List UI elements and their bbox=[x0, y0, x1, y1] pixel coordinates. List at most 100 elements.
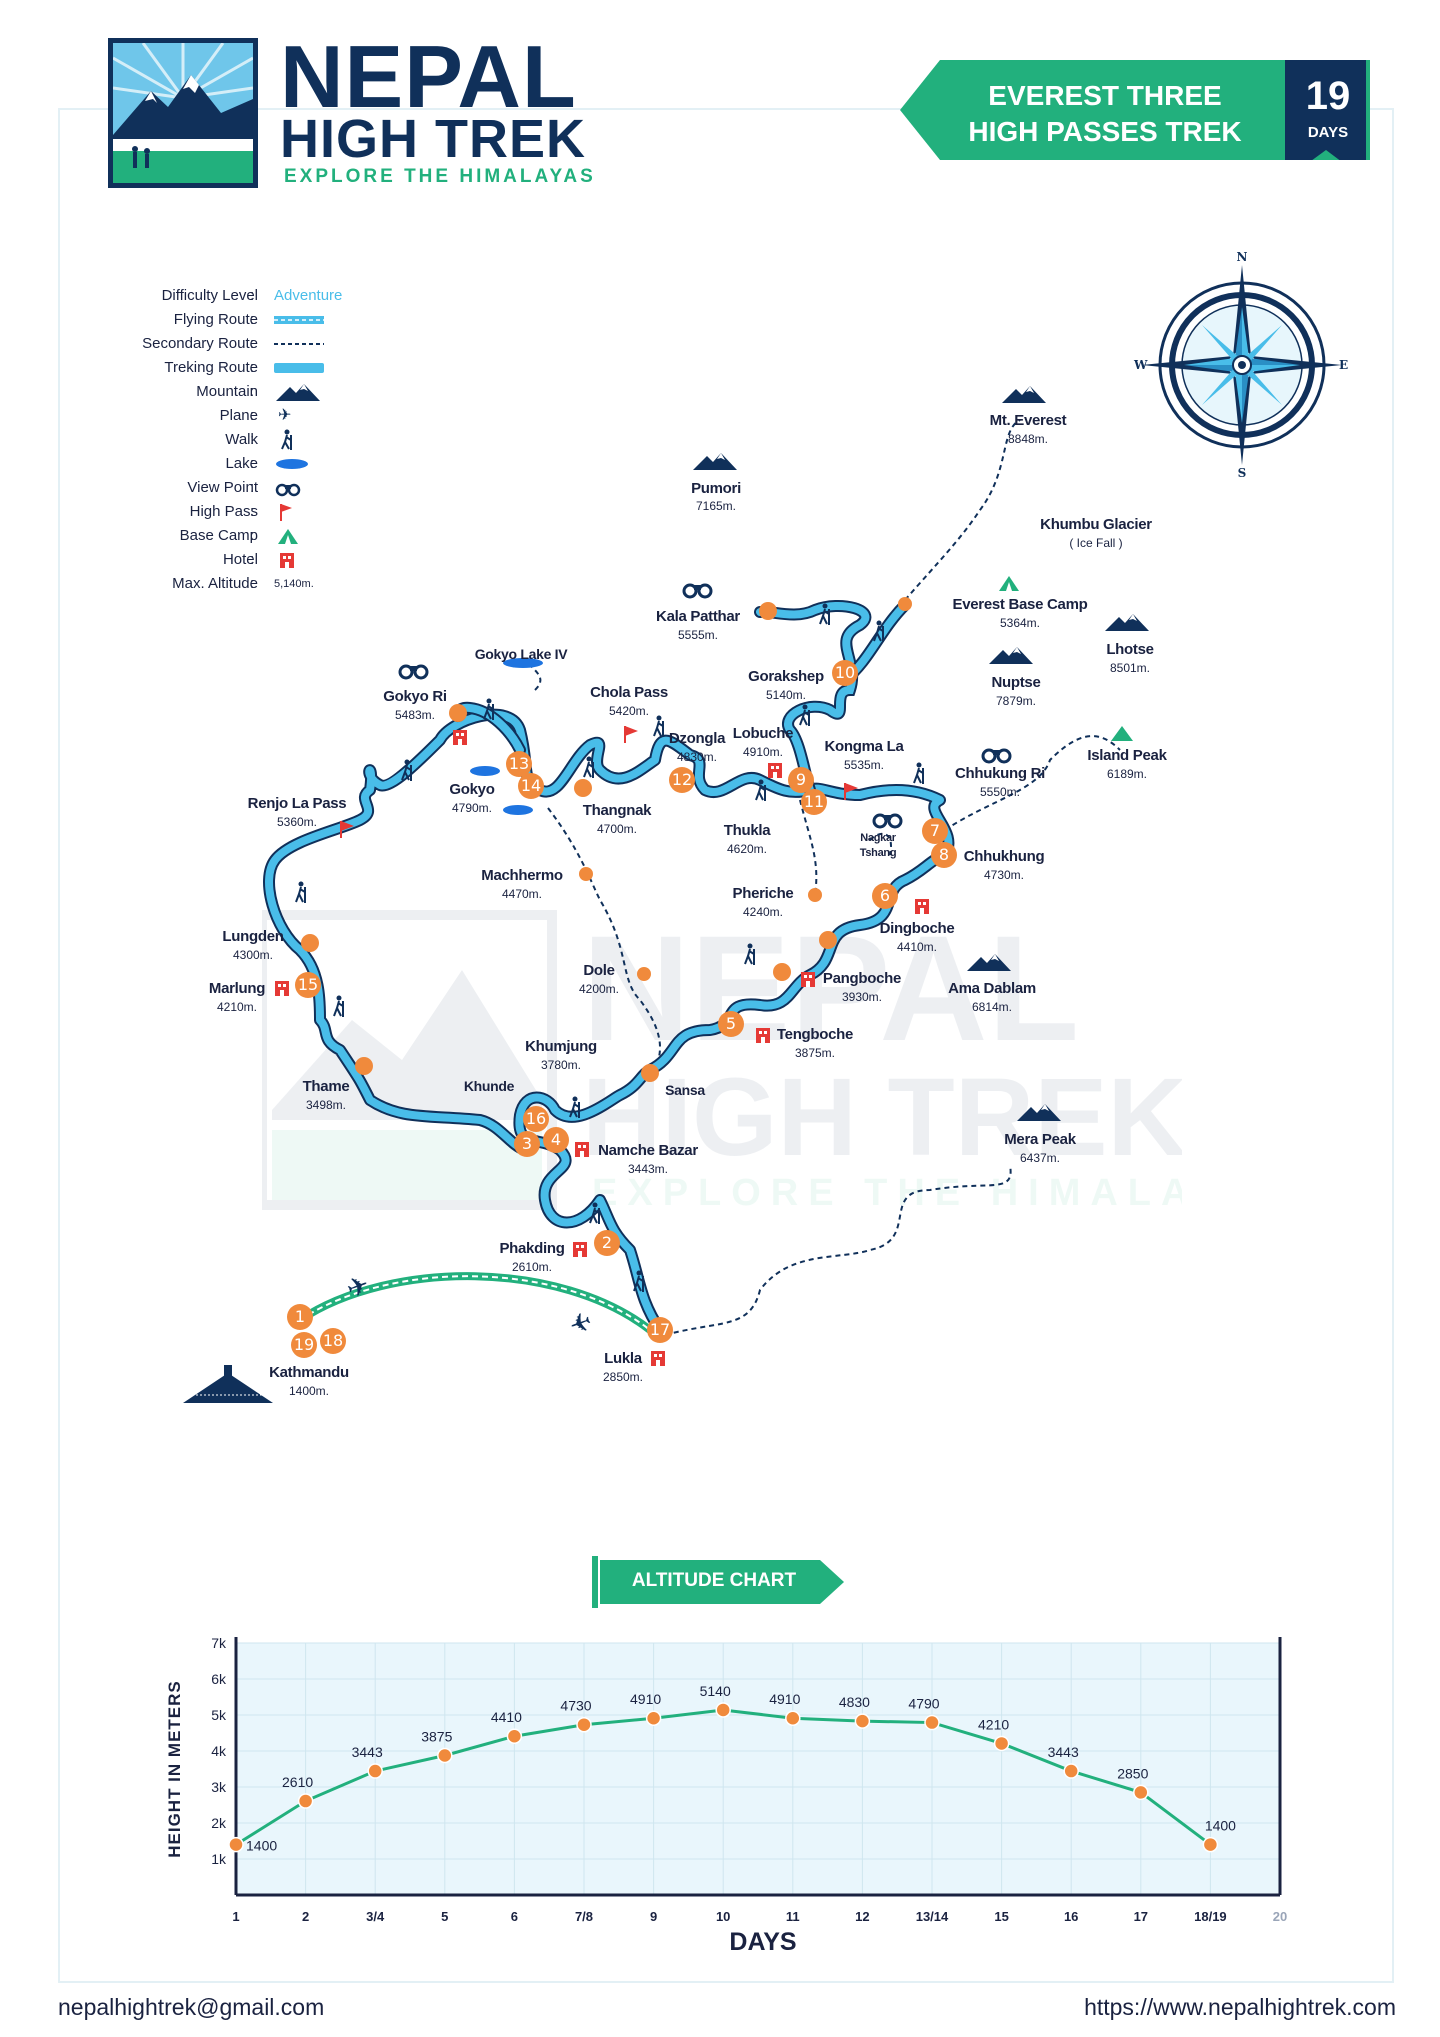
days-label: DAYS bbox=[1307, 124, 1349, 141]
place-name: Lungden bbox=[222, 928, 284, 945]
data-point bbox=[1133, 1784, 1149, 1801]
legend-label-difficulty: Difficulty Level bbox=[161, 287, 258, 304]
data-label: 4410 bbox=[491, 1709, 522, 1725]
flag-icon bbox=[624, 726, 638, 743]
place-altitude: 5550m. bbox=[979, 785, 1021, 799]
stop-marker: 13 bbox=[506, 751, 532, 777]
place-name: Namche Bazar bbox=[598, 1142, 698, 1159]
footer-email[interactable]: nepalhightrek@gmail.com bbox=[58, 1994, 325, 2020]
route-everest-glacier bbox=[904, 419, 1021, 601]
binoculars-icon bbox=[872, 813, 903, 829]
place-name: Gokyo Lake IV bbox=[474, 646, 568, 662]
mountain-icon bbox=[989, 647, 1033, 664]
place-name: Lobuche bbox=[732, 725, 794, 742]
data-point bbox=[1202, 1836, 1219, 1853]
place-name: Nuptse bbox=[991, 674, 1041, 691]
place-name: Pangboche bbox=[822, 970, 902, 987]
flag-icon bbox=[844, 783, 858, 800]
compass-e: E bbox=[1339, 358, 1348, 372]
footer-website[interactable]: https://www.nepalhightrek.com bbox=[1084, 1994, 1396, 2020]
place-altitude: 2850m. bbox=[602, 1370, 644, 1384]
hotel-icon bbox=[801, 972, 815, 987]
data-label: 1400 bbox=[246, 1838, 277, 1854]
stop-marker: 1 bbox=[287, 1304, 313, 1330]
hotel-icon bbox=[651, 1351, 665, 1366]
x-tick-label: 7/8 bbox=[575, 1909, 593, 1924]
stop-marker: 18 bbox=[320, 1328, 346, 1354]
mountain-icon bbox=[276, 384, 320, 401]
data-label: 3875 bbox=[421, 1729, 452, 1745]
legend-label-base-camp: Base Camp bbox=[179, 527, 258, 544]
x-tick-label: 11 bbox=[786, 1909, 800, 1924]
walker-icon bbox=[333, 995, 344, 1017]
data-label: 2850 bbox=[1117, 1765, 1148, 1781]
walker-icon bbox=[799, 704, 810, 726]
trek-route bbox=[265, 710, 953, 1334]
data-point bbox=[367, 1763, 383, 1779]
route-nagkar bbox=[869, 832, 892, 856]
waypoint-dot bbox=[808, 888, 822, 902]
place-altitude: ( Ice Fall ) bbox=[1069, 536, 1123, 550]
compass-s: S bbox=[1238, 466, 1247, 480]
place-altitude: 8848m. bbox=[1007, 432, 1049, 446]
stop-marker: 10 bbox=[832, 660, 858, 686]
place-altitude: 5140m. bbox=[765, 688, 807, 702]
hotel-icon bbox=[453, 730, 467, 745]
place-altitude: 4200m. bbox=[578, 982, 620, 996]
place-altitude: 4830m. bbox=[676, 750, 718, 764]
place-name: Ama Dablam bbox=[948, 980, 1036, 997]
walker-icon bbox=[483, 698, 494, 720]
x-tick-label: 13/14 bbox=[916, 1909, 949, 1924]
data-label: 3443 bbox=[1048, 1744, 1079, 1760]
stop-marker bbox=[759, 602, 777, 620]
data-point bbox=[228, 1836, 244, 1853]
brand-tagline: EXPLORE THE HIMALAYAS bbox=[284, 166, 596, 187]
place-altitude: 3875m. bbox=[794, 1046, 836, 1060]
brand-name-line1: NEPAL bbox=[280, 27, 577, 126]
place-name: Dingboche bbox=[879, 920, 955, 937]
days-count: 19 bbox=[1305, 74, 1351, 118]
stop-marker bbox=[641, 1064, 659, 1082]
data-label: 4910 bbox=[630, 1691, 661, 1707]
walker-icon bbox=[913, 762, 924, 784]
data-point bbox=[576, 1716, 592, 1733]
mountain-icon bbox=[1105, 614, 1149, 631]
place-name: Sansa bbox=[665, 1082, 705, 1098]
stop-marker: 6 bbox=[872, 883, 898, 909]
x-tick-label: 2 bbox=[302, 1909, 309, 1924]
legend-label-mountain: Mountain bbox=[196, 383, 258, 400]
route-pheriche bbox=[799, 799, 818, 896]
place-name: Machhermo bbox=[481, 867, 563, 884]
legend-label-view-point: View Point bbox=[187, 479, 258, 496]
walker-icon bbox=[755, 779, 766, 801]
data-label: 5140 bbox=[700, 1683, 731, 1699]
trek-route-kala-patthar bbox=[756, 601, 870, 794]
place-altitude: 4700m. bbox=[596, 822, 638, 836]
legend-label-flying-route: Flying Route bbox=[173, 311, 258, 328]
legend-label-plane: Plane bbox=[219, 407, 258, 424]
place-altitude: 3498m. bbox=[305, 1098, 347, 1112]
data-label: 3443 bbox=[352, 1744, 383, 1760]
place-name: Mt. Everest bbox=[989, 412, 1067, 429]
place-altitude: 3780m. bbox=[540, 1058, 582, 1072]
legend-difficulty-value: Adventure bbox=[274, 287, 343, 304]
place-altitude: 2610m. bbox=[511, 1260, 553, 1274]
binoculars-icon bbox=[981, 748, 1012, 764]
stop-marker: 16 bbox=[523, 1106, 549, 1132]
island-peak-icon bbox=[1111, 726, 1133, 741]
route-mera-peak bbox=[664, 1164, 1012, 1336]
y-tick-label: 4k bbox=[211, 1743, 227, 1759]
place-altitude: 6437m. bbox=[1019, 1151, 1061, 1165]
hotel-icon bbox=[275, 981, 289, 996]
place-name: Lhotse bbox=[1106, 641, 1154, 658]
stop-marker: 4 bbox=[543, 1127, 569, 1153]
y-tick-label: 5k bbox=[211, 1707, 227, 1723]
place-name: Renjo La Pass bbox=[247, 795, 347, 812]
stop-marker: 7 bbox=[922, 818, 948, 844]
place-name: Khumjung bbox=[525, 1038, 597, 1055]
place-name: Dzongla bbox=[668, 730, 726, 747]
mountain-icon bbox=[693, 453, 737, 470]
data-points bbox=[228, 1702, 1219, 1853]
